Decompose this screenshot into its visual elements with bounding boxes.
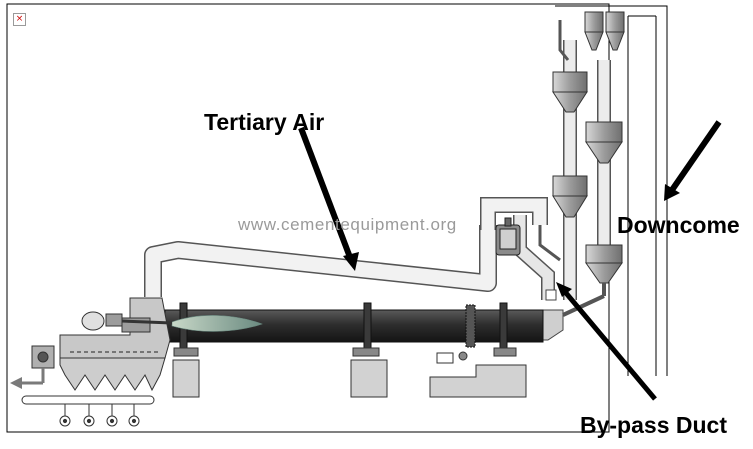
broken-image-icon: × bbox=[13, 13, 26, 26]
cyclone-stage-2 bbox=[552, 71, 588, 113]
bypass-duct-label: By-pass Duct bbox=[580, 412, 727, 438]
calciner-vessel bbox=[495, 217, 521, 256]
watermark-text: www.cementequipment.org bbox=[238, 215, 457, 234]
burner-flame bbox=[171, 315, 263, 332]
kiln-supports bbox=[172, 347, 527, 398]
clinker-conveyor bbox=[21, 395, 155, 427]
clinker-output-arrow bbox=[10, 368, 45, 389]
clinker-cooler bbox=[31, 297, 171, 392]
cyclone-stage-5 bbox=[585, 244, 623, 284]
cyclone-tower bbox=[552, 11, 625, 284]
downcomer-arrow bbox=[664, 120, 722, 201]
cyclone-stage-1 bbox=[584, 11, 625, 51]
tertiary-air-arrow bbox=[298, 126, 359, 271]
tertiary-air-duct bbox=[144, 225, 497, 297]
tertiary-air-label: Tertiary Air bbox=[204, 109, 325, 135]
cyclone-stage-3 bbox=[585, 121, 623, 164]
downcomer-label: Downcome bbox=[617, 212, 740, 238]
burner-fan bbox=[81, 311, 173, 331]
cyclone-stage-4 bbox=[552, 175, 588, 218]
bypass-duct-arrow bbox=[556, 282, 657, 401]
kiln-inlet-chamber bbox=[539, 283, 606, 341]
